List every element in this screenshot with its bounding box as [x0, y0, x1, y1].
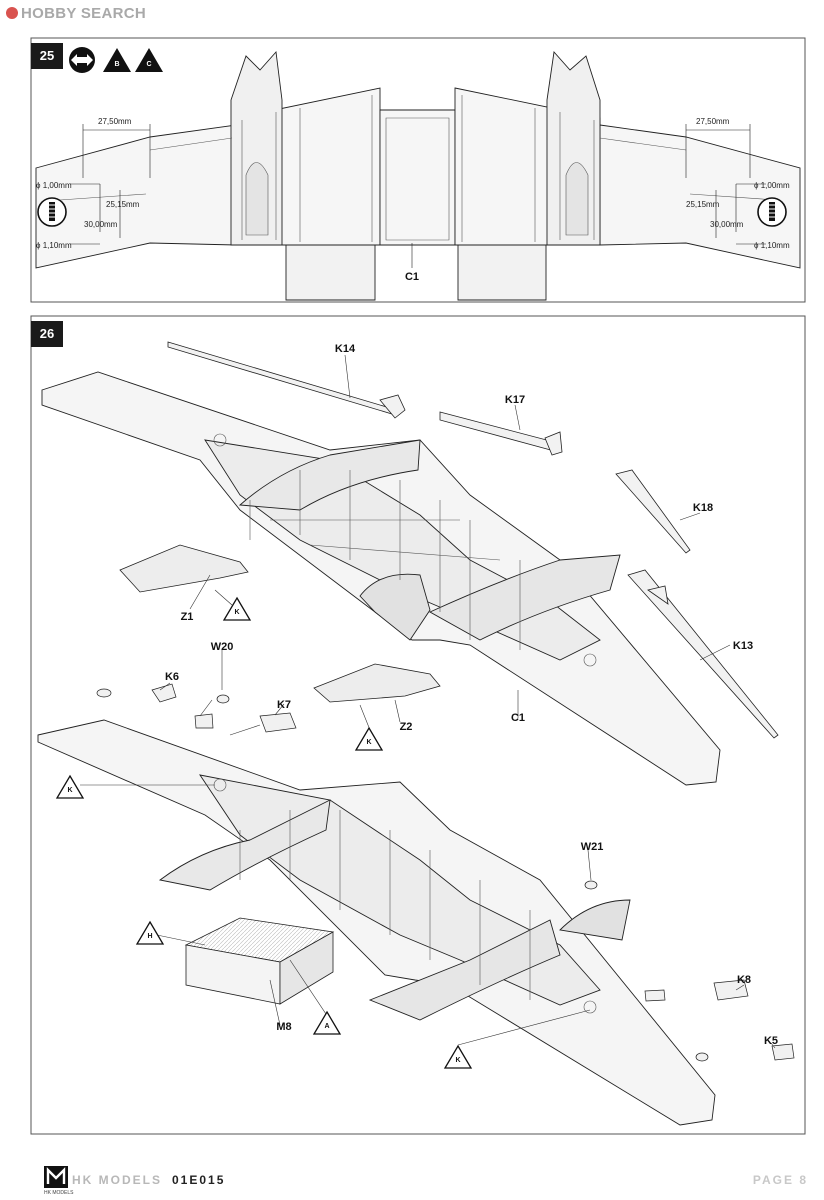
step25-right-hole-bottom: ϕ 1,10mm: [754, 241, 790, 250]
step26-leader-lines: [80, 354, 776, 1049]
step25-right-hole-top: ϕ 1,00mm: [754, 181, 790, 190]
step25-number: 25: [31, 43, 63, 69]
callout-triangle-k-a: [222, 596, 252, 621]
footer-logo-subtext: HK MODELS: [44, 1190, 74, 1196]
step26-m8-part: [184, 917, 335, 1005]
step26-lower-wing: [37, 719, 716, 1126]
step25-badge-b-triangle: [103, 48, 131, 72]
step25-left-depth-b: 30,00mm: [84, 220, 118, 229]
callout-triangle-k-d: [443, 1044, 473, 1069]
step25-right-drill-icon: [757, 197, 787, 227]
watermark: HOBBY SEARCH: [6, 5, 146, 22]
part-label-c1: C1: [510, 712, 526, 724]
callout-triangle-h: [135, 920, 165, 945]
callout-triangle-k-c: [55, 774, 85, 799]
watermark-logo-icon: [6, 7, 18, 19]
step26-z-parts: [119, 544, 441, 703]
part-label-k7: K7: [276, 699, 292, 711]
step25-left-hole-top: ϕ 1,00mm: [36, 181, 72, 190]
callout-letter-k-c: K: [67, 787, 73, 794]
footer-brand: HK MODELS: [72, 1173, 162, 1187]
part-label-z2: Z2: [399, 721, 413, 733]
step26-upper-wing-detail: [213, 433, 597, 667]
part-label-k18: K18: [692, 502, 714, 514]
callout-triangle-a: [312, 1010, 342, 1035]
part-label-k13: K13: [732, 640, 754, 652]
step25-badge-c: C: [146, 61, 152, 68]
step25-left-hole-bottom: ϕ 1,10mm: [36, 241, 72, 250]
step25-left-width: 27,50mm: [98, 117, 132, 126]
step25-wing-panel-lines: [59, 95, 777, 242]
part-label-k14: K14: [334, 343, 356, 355]
footer-page-number: PAGE 8: [752, 1173, 808, 1187]
step25-right-depth-a: 25,15mm: [686, 200, 720, 209]
step26-upper-wing: [41, 371, 721, 786]
watermark-text: HOBBY SEARCH: [21, 5, 147, 22]
part-label-w21: W21: [580, 841, 604, 853]
step25-badge-b: B: [114, 61, 120, 68]
part-label-k6: K6: [164, 671, 180, 683]
step25-left-depth-a: 25,15mm: [106, 200, 140, 209]
step25-part-c1: C1: [404, 271, 420, 283]
part-label-k17: K17: [504, 394, 526, 406]
step25-flip-icon: [69, 47, 95, 73]
step25-right-width: 27,50mm: [696, 117, 730, 126]
hk-models-logo-icon: [44, 1166, 68, 1188]
part-label-k5: K5: [763, 1035, 779, 1047]
callout-letter-k-b: K: [366, 739, 372, 746]
step25-right-depth-b: 30,00mm: [710, 220, 744, 229]
footer-code: 01E015: [172, 1173, 226, 1187]
step25-wing-topview: [35, 50, 801, 301]
part-label-m8: M8: [276, 1021, 292, 1033]
part-label-k8: K8: [736, 974, 752, 986]
step26-frame: [30, 315, 806, 1135]
callout-letter-h: H: [147, 933, 153, 940]
step26-spars: [167, 341, 779, 739]
step25-left-drill-icon: [37, 197, 67, 227]
callout-letter-a: A: [324, 1023, 330, 1030]
step26-number: 26: [31, 321, 63, 347]
callout-triangle-k-b: [354, 726, 384, 751]
callout-letter-k-d: K: [455, 1057, 461, 1064]
step25-dimension-lines: [70, 124, 766, 245]
step25-frame: [30, 37, 806, 303]
callout-letter-k-a: K: [234, 609, 240, 616]
part-label-w20: W20: [210, 641, 234, 653]
step25-badge-c-triangle: [135, 48, 163, 72]
step26-small-parts: [96, 683, 795, 1062]
part-label-z1: Z1: [180, 611, 194, 623]
